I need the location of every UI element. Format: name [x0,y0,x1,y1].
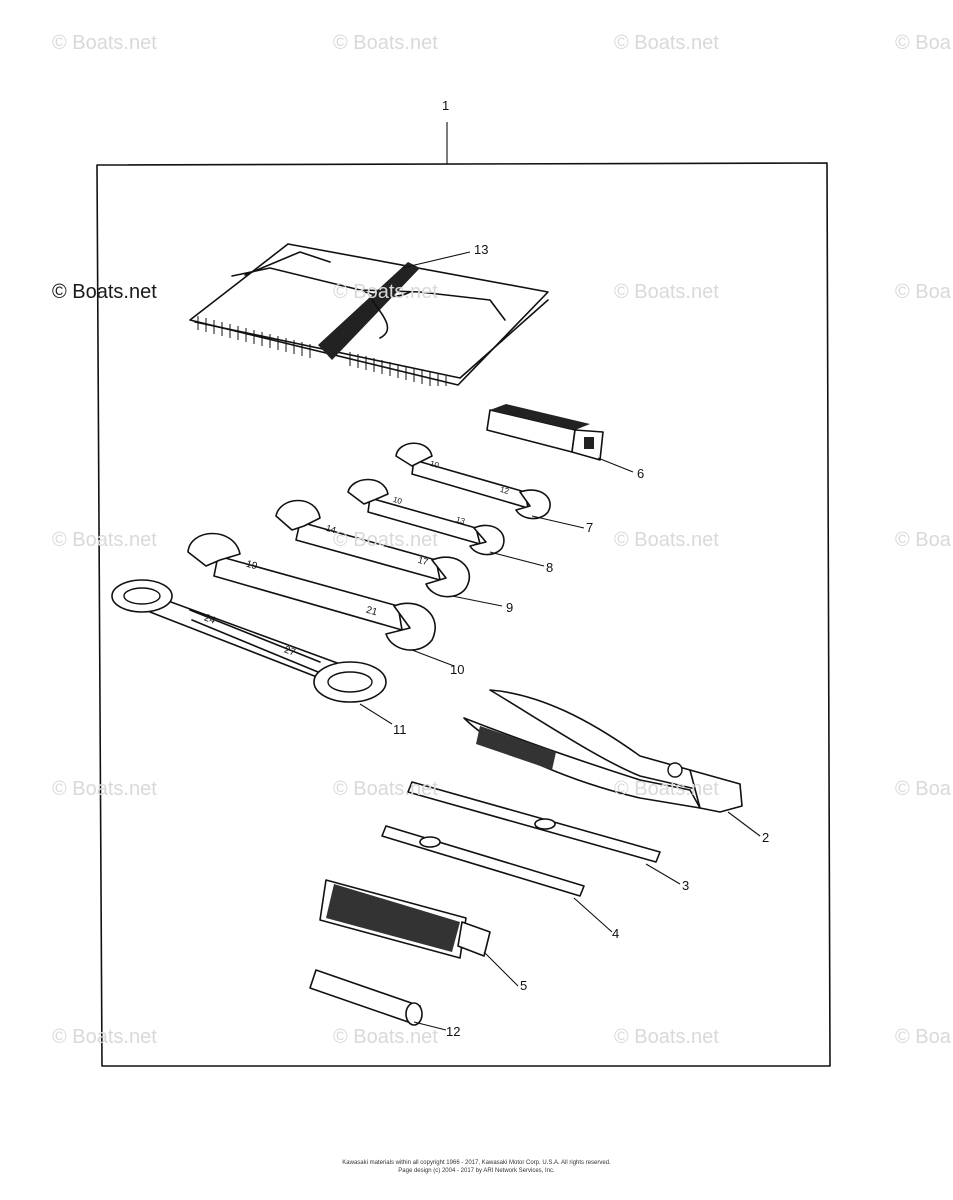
watermark: © Boats.net [52,32,157,54]
callout-9: 9 [506,600,514,615]
watermark: © Boats.net [614,32,719,54]
watermark: © Boats.net [614,281,719,303]
watermark-partial: © Boa [895,529,951,551]
callout-1: 1 [442,98,450,113]
watermark: © Boats.net [333,281,438,303]
callout-4: 4 [612,926,620,941]
watermark: © Boats.net [52,281,157,303]
wrench-9 [275,499,503,607]
watermark-partial: © Boa [895,778,951,800]
copyright-line: Kawasaki materials within all copyright … [342,1160,611,1166]
wrench-10 [187,532,455,667]
callout-2: 2 [762,830,770,845]
screwdriver-blade [407,781,681,885]
callout-8: 8 [546,560,554,575]
pliers [463,689,761,837]
watermark: © Boats.net [333,1026,438,1048]
watermark: © Boats.net [333,778,438,800]
wrench-7 [395,442,585,529]
watermark: © Boats.net [52,529,157,551]
wrench-8 [347,478,545,567]
callout-5: 5 [520,978,528,993]
callout-13: 13 [474,242,489,257]
callout-11: 11 [393,722,407,737]
ring-wrench-11 [111,579,393,725]
callout-6: 6 [637,466,645,481]
page-design-line: Page design (c) 2004 - 2017 by ARI Netwo… [398,1168,555,1174]
watermark-partial: © Boa [895,32,951,54]
watermark: © Boats.net [614,778,719,800]
tool-pouch [189,243,549,386]
screwdriver-handle [319,879,519,987]
socket-extension [309,969,447,1031]
callout-10: 10 [450,662,465,677]
watermark: © Boats.net [333,529,438,551]
watermark: © Boats.net [52,1026,157,1048]
plug-wrench [486,404,634,473]
watermark: © Boats.net [614,1026,719,1048]
callout-7: 7 [586,520,594,535]
watermark-partial: © Boa [895,1026,951,1048]
callout-12: 12 [446,1024,461,1039]
screwdriver-blade-phillips [381,825,613,933]
callout-3: 3 [682,878,690,893]
watermark-partial: © Boa [895,281,951,303]
watermark: © Boats.net [614,529,719,551]
watermark: © Boats.net [333,32,438,54]
watermark: © Boats.net [52,778,157,800]
kit-frame [96,122,831,1067]
